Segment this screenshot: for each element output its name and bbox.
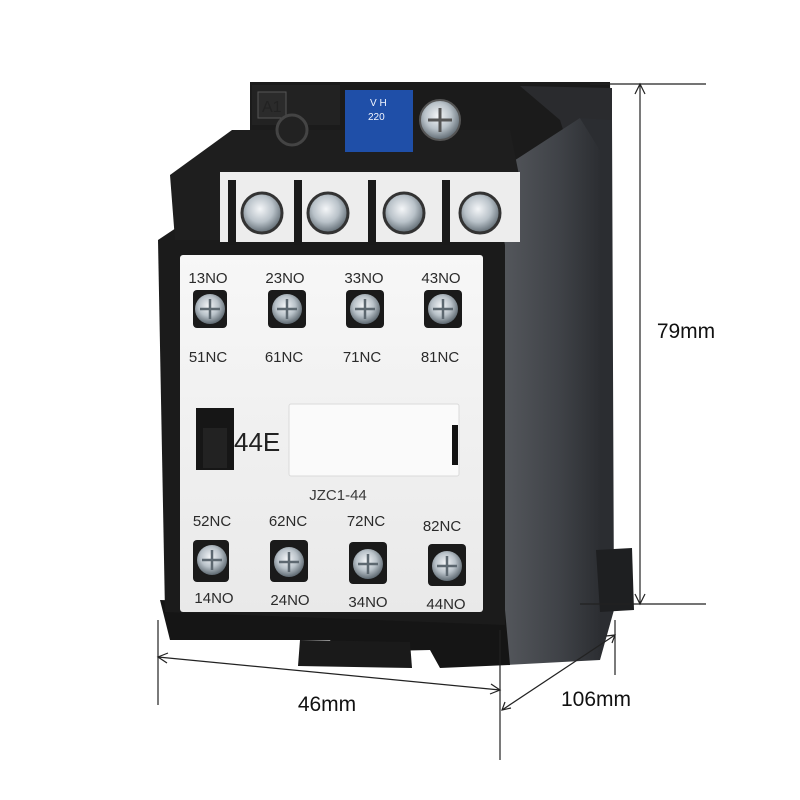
coil-section: A1 V H 220 [252,85,461,152]
screw-icon [382,191,426,235]
terminal-label-82nc: 82NC [423,518,462,535]
dimension-depth-label: 106mm [561,688,631,711]
dimension-width-label: 46mm [298,693,356,716]
screw-icon [240,191,284,235]
coil-rating-sub: 220 [368,112,385,123]
terminal-label-61nc: 61NC [265,349,304,366]
terminal-label-72nc: 72NC [347,513,386,530]
terminal-label-51nc: 51NC [189,349,228,366]
terminal-label-23no: 23NO [265,270,304,287]
coil-rating-label [345,90,413,152]
screw-icon [306,191,350,235]
model-badge: 44E [234,427,280,457]
terminal-label-33no: 33NO [344,270,383,287]
dimension-height-label: 79mm [657,320,715,343]
terminal-label-13no: 13NO [188,270,227,287]
terminal-label-14no: 14NO [194,590,233,607]
terminal-label-44no: 44NO [426,596,465,613]
terminal-label-34no: 34NO [348,594,387,611]
terminal-label-81nc: 81NC [421,349,460,366]
model-plate: 44E JZC1-44 [196,403,460,504]
bottom-terminal-group: 52NC 62NC 72NC 82NC 14NO 24NO 34NO 44NO [193,513,466,613]
top-terminal-group: 13NO 23NO 33NO 43NO 51NC 61NC 71NC 81NC [188,270,462,366]
terminal-label-43no: 43NO [421,270,460,287]
screw-icon [458,191,502,235]
coil-rating-text: V H [370,98,387,109]
coil-terminal-label: A1 [262,99,282,116]
upper-terminal-strip [220,172,520,245]
dimension-lines [156,82,706,760]
terminal-label-24no: 24NO [270,592,309,609]
terminal-label-52nc: 52NC [193,513,232,530]
terminal-label-62nc: 62NC [269,513,308,530]
label-blank-area [288,403,460,477]
upper-screw-row [240,191,502,235]
terminal-label-71nc: 71NC [343,349,382,366]
model-name: JZC1-44 [309,487,367,504]
